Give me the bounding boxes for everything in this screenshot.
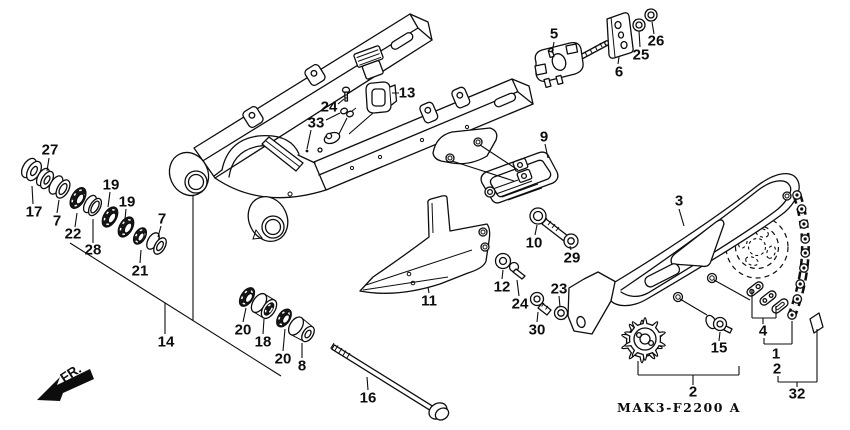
pivot-bearing-stack-left [20, 157, 167, 255]
part-15-bolt [705, 314, 733, 334]
part-3-chain-guard [567, 173, 800, 335]
part-label-24-28: 24 [512, 296, 529, 313]
part-8-collar [287, 316, 315, 343]
part-label-19-5: 19 [103, 177, 120, 194]
part-22-bearing [69, 187, 87, 209]
part-label-12-27: 12 [494, 279, 511, 296]
front-direction-marker: FR. [37, 361, 94, 401]
part-label-2-35: 2 [689, 384, 697, 401]
part-label-7-2: 7 [53, 213, 61, 230]
part-label-20-10: 20 [235, 322, 252, 339]
part-30-bolt [529, 291, 552, 316]
part-label-10-25: 10 [526, 235, 543, 252]
part-label-22-3: 22 [65, 226, 82, 243]
part-label-13-17: 13 [399, 85, 416, 102]
part-9-chain-guide [480, 151, 559, 204]
part-label-21-7: 21 [132, 263, 149, 280]
part-label-27-0: 27 [42, 142, 59, 159]
swingarm-tab-a [304, 63, 326, 87]
part-5-chain-adjuster [534, 40, 610, 89]
part-23-nut [553, 305, 569, 321]
part-7-dust-cap-left [48, 175, 71, 199]
part-label-32-36: 32 [789, 386, 806, 403]
part-24-screw-mid [508, 261, 526, 280]
grommet-mount-pad [323, 131, 341, 145]
part-label-1-33: 1 [772, 346, 780, 363]
part-label-20-12: 20 [275, 351, 292, 368]
part-label-18-11: 18 [255, 334, 272, 351]
part-29-bolt [541, 217, 579, 249]
swingarm-right-arm [313, 78, 534, 191]
part-label-17-1: 17 [26, 204, 43, 221]
part-25-nut [632, 18, 646, 32]
part-label-30-30: 30 [529, 322, 546, 339]
leader-lines [31, 21, 818, 391]
part-26-nut [644, 8, 658, 22]
part-label-11-24: 11 [421, 293, 437, 310]
pivot-collar-stack [238, 287, 315, 343]
chain-rollers [787, 190, 811, 320]
part-33-clip [340, 107, 357, 118]
part-label-26-21: 26 [648, 33, 665, 50]
part-label-4-32: 4 [759, 323, 768, 340]
part-20-bearing-a [238, 287, 256, 307]
part-label-29-26: 29 [564, 250, 581, 267]
part-20-bearing-b [276, 308, 292, 328]
part-7-dust-cap-right [146, 232, 167, 255]
part-label-24-15: 24 [321, 99, 338, 116]
swingarm-pivot-tube-right [247, 196, 289, 242]
swingarm-latch-detail [353, 45, 384, 80]
swingarm-cross-brace [213, 134, 327, 199]
diagram-code: MAK3-F2200 A [617, 400, 741, 415]
part-12-washer [494, 252, 512, 270]
swingarm-guide-bracket [432, 127, 498, 165]
part-label-2-34: 2 [773, 361, 781, 378]
part-13-grommet [365, 81, 398, 114]
part-18-bushing [250, 292, 278, 320]
part-32-plate [809, 312, 824, 334]
swingarm-pivot-tube-left [168, 151, 210, 197]
part-label-33-16: 33 [308, 115, 325, 132]
part-21-seal [132, 227, 148, 245]
part-label-28-4: 28 [85, 242, 102, 259]
part-19-bearing-a [101, 206, 119, 228]
part-label-23-29: 23 [551, 281, 568, 298]
part-28-collar-ring [82, 194, 103, 217]
part-label-6-19: 6 [615, 64, 623, 81]
chain-guard-bracket [567, 271, 617, 335]
part-2-sprocket [621, 317, 666, 364]
part-label-14-9: 14 [158, 334, 175, 351]
part-label-19-6: 19 [119, 194, 136, 211]
swingarm-tab-b [242, 105, 264, 129]
swingarm-tab-c [451, 86, 471, 109]
part-label-3-23: 3 [675, 193, 683, 210]
part-19-bearing-b [117, 216, 135, 238]
part-11-chain-slider [359, 195, 491, 294]
part-label-16-14: 16 [360, 390, 377, 407]
part-6-plate [606, 12, 634, 59]
part-label-9-22: 9 [540, 129, 548, 146]
drive-chain [787, 190, 811, 320]
part-10-collar [529, 207, 547, 225]
part-24-screw-top [341, 86, 351, 102]
part-label-8-13: 8 [298, 358, 306, 375]
part-label-25-20: 25 [633, 47, 650, 64]
swingarm-body [168, 13, 534, 242]
part-label-7-8: 7 [158, 211, 166, 228]
part-label-5-18: 5 [550, 26, 558, 43]
fr-arrow-icon [37, 369, 94, 401]
part-16-pivot-bolt [330, 342, 450, 421]
part-label-15-31: 15 [711, 340, 728, 357]
swingarm-tab-d [419, 101, 439, 124]
